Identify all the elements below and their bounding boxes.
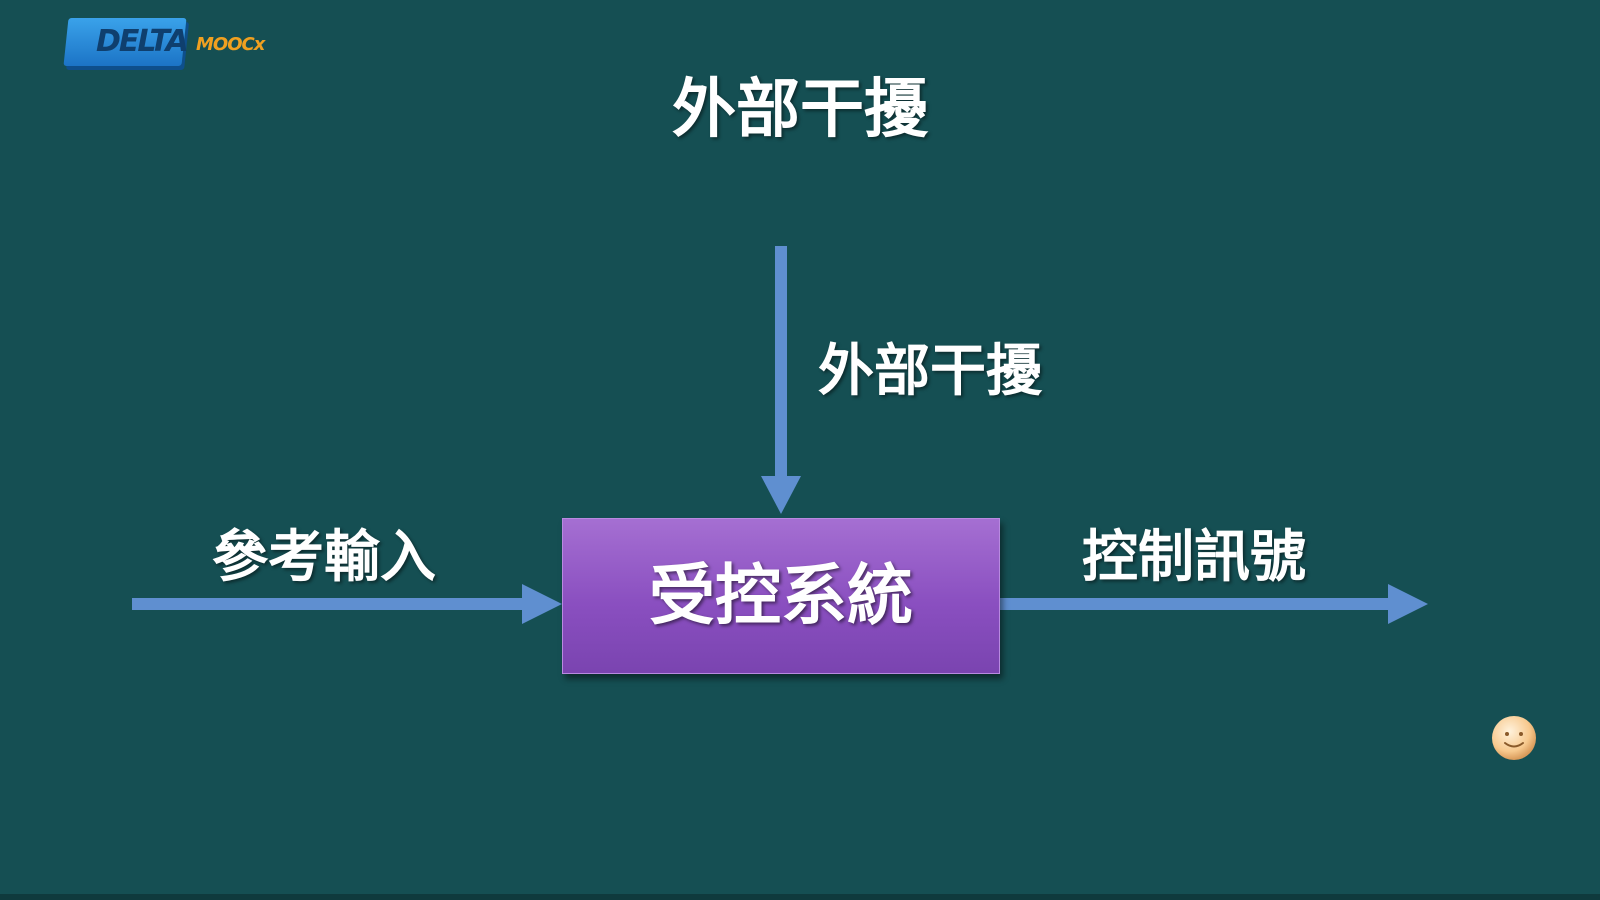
output-arrow — [1000, 584, 1428, 624]
plant-label: 受控系統 — [649, 557, 913, 634]
delta-moocx-logo: DELTA MOOCx — [63, 14, 265, 70]
input-arrow — [132, 584, 562, 624]
logo-text-accent: MOOCx — [196, 34, 265, 55]
logo-text-main: DELTA — [96, 24, 189, 59]
smiley-face-icon — [1492, 716, 1536, 760]
slide-heading: 外部干擾 — [672, 73, 928, 147]
plant-block: 受控系統 — [562, 518, 1000, 674]
disturbance-label: 外部干擾 — [818, 339, 1042, 404]
bottom-strip — [0, 894, 1600, 900]
reference-input-label: 參考輸入 — [212, 525, 436, 590]
control-signal-label: 控制訊號 — [1082, 525, 1306, 590]
disturbance-arrow — [761, 246, 801, 514]
